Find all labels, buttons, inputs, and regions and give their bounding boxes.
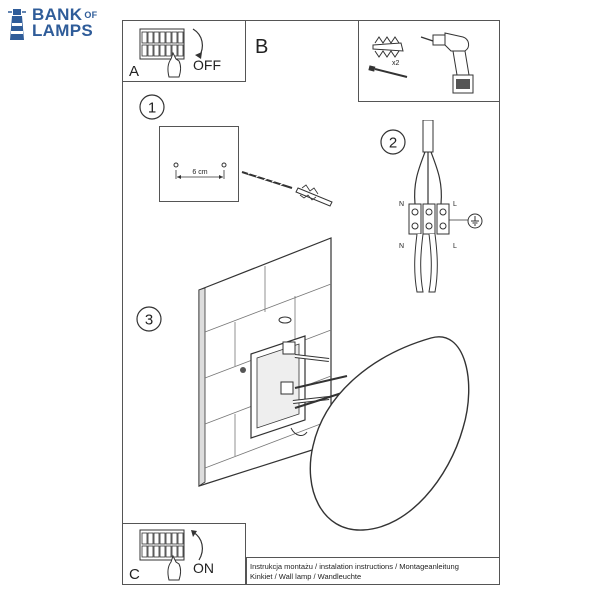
brand-line1: BANK bbox=[32, 5, 83, 24]
step-1-drill-template: 6 cm bbox=[159, 126, 239, 202]
hole-spacing-diagram: 6 cm bbox=[173, 162, 227, 179]
lamp-shade bbox=[309, 336, 470, 531]
hand-icon bbox=[167, 554, 181, 581]
ground-symbol-icon bbox=[449, 213, 483, 229]
wall-plug-icon bbox=[372, 36, 404, 58]
step-2-number: 2 bbox=[389, 135, 397, 152]
panel-c-letter: C bbox=[129, 566, 140, 583]
screw-icon bbox=[368, 65, 408, 78]
arrow-up-icon bbox=[192, 531, 203, 561]
lighthouse-icon bbox=[8, 9, 26, 40]
wire-live bbox=[430, 151, 442, 205]
hand-icon bbox=[167, 51, 181, 78]
wiring-diagram: N L N L bbox=[399, 120, 483, 293]
hole-distance-label: 6 cm bbox=[192, 169, 207, 176]
fuse-box-icon bbox=[139, 28, 185, 60]
wall-plug-icon bbox=[295, 184, 333, 207]
drill-icon bbox=[420, 32, 474, 94]
terminal-l-top: L bbox=[453, 201, 457, 208]
brand-line2: LAMPS bbox=[32, 21, 93, 40]
mounting-illustration bbox=[198, 237, 470, 531]
drill-bit-icon bbox=[241, 171, 293, 189]
wire-neutral bbox=[414, 151, 426, 205]
terminal-n-top: N bbox=[399, 201, 404, 208]
panel-c: C ON bbox=[122, 523, 246, 585]
panel-b-tools: x2 bbox=[358, 20, 500, 102]
tools-illustration: x2 bbox=[368, 32, 474, 94]
step-1-number: 1 bbox=[148, 100, 156, 117]
panel-a-letter: A bbox=[129, 63, 140, 80]
panel-b-letter: B bbox=[255, 36, 269, 58]
step-3-number: 3 bbox=[145, 312, 153, 329]
terminal-l-bottom: L bbox=[453, 243, 457, 250]
terminal-n-bottom: N bbox=[399, 243, 404, 250]
footer-line-2: Kinkiet / Wall lamp / Wandleuchte bbox=[250, 572, 362, 581]
lamp-wire-left bbox=[414, 233, 424, 293]
screw-icon bbox=[294, 375, 348, 409]
drill-bit-and-plug bbox=[241, 171, 333, 207]
footer-box bbox=[246, 557, 500, 585]
mounting-bracket bbox=[240, 316, 330, 439]
panel-c-state: ON bbox=[193, 560, 214, 576]
screw-quantity: x2 bbox=[392, 60, 400, 67]
cable-sheath bbox=[422, 120, 434, 153]
brand-of: OF bbox=[84, 10, 98, 20]
step-3-badge: 3 bbox=[136, 306, 162, 332]
step-2-badge: 2 bbox=[380, 129, 406, 155]
terminal-block bbox=[408, 203, 450, 235]
switch-on-illustration bbox=[139, 529, 203, 581]
lamp-wire-right bbox=[428, 233, 438, 293]
fuse-box-icon bbox=[139, 529, 185, 561]
footer-line-1: Instrukcja montażu / instalation instruc… bbox=[250, 562, 459, 571]
panel-a: A OFF bbox=[122, 20, 246, 82]
panel-a-state: OFF bbox=[193, 57, 221, 73]
step-1-badge: 1 bbox=[139, 94, 165, 120]
switch-off-illustration bbox=[139, 28, 203, 78]
